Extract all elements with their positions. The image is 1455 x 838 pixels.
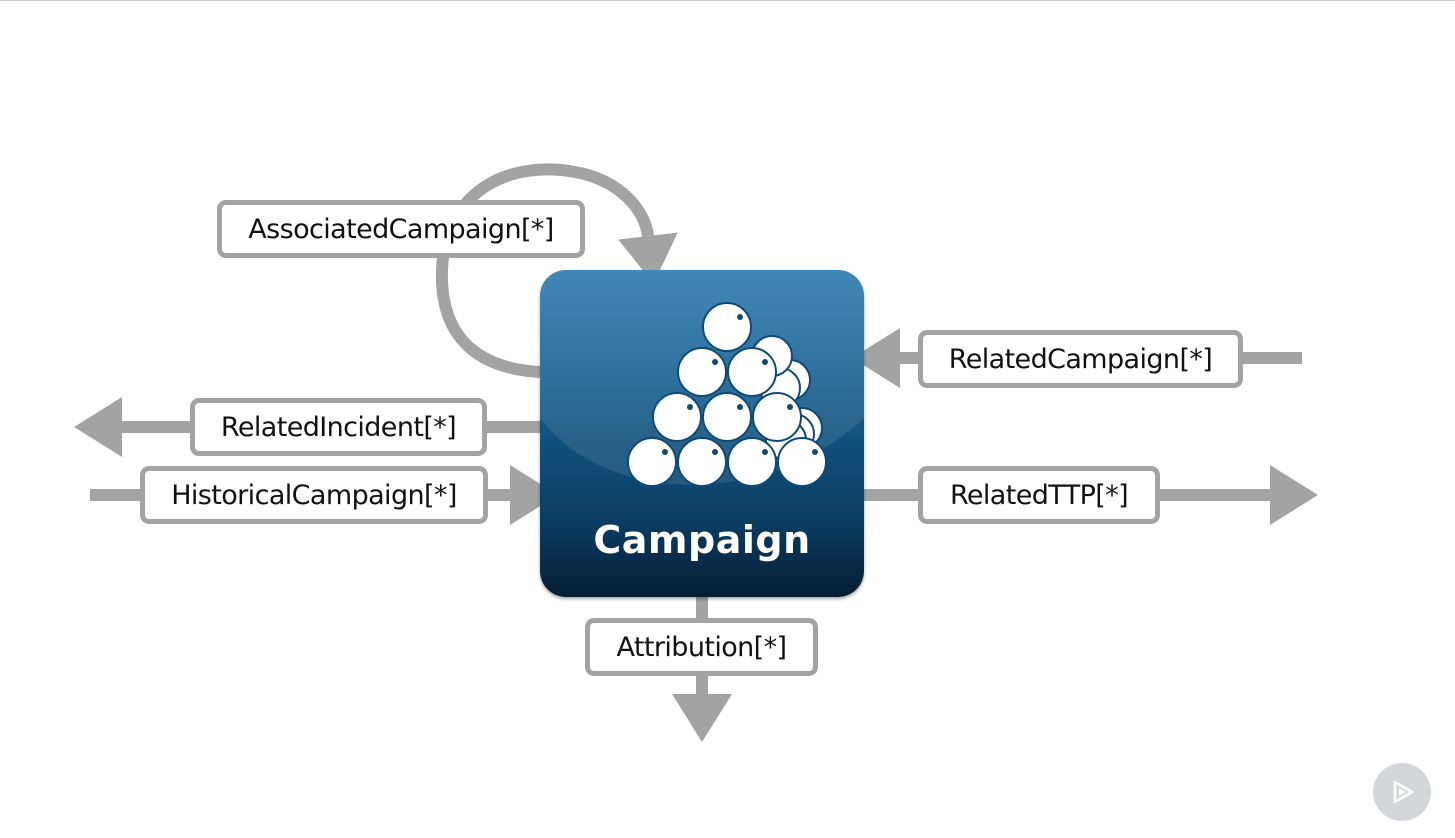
stacked-balls-icon <box>627 302 827 487</box>
historical-campaign-label: HistoricalCampaign[*] <box>140 466 488 524</box>
campaign-node: Campaign <box>540 270 864 597</box>
related-campaign-label: RelatedCampaign[*] <box>918 330 1243 388</box>
related-incident-label: RelatedIncident[*] <box>190 398 487 456</box>
campaign-title: Campaign <box>593 518 811 562</box>
attribution-label: Attribution[*] <box>585 618 818 676</box>
related-ttp-label: RelatedTTP[*] <box>918 466 1160 524</box>
associated-campaign-label: AssociatedCampaign[*] <box>217 200 585 258</box>
top-divider <box>0 0 1455 1</box>
play-icon <box>1393 780 1414 804</box>
associated-campaign-loop <box>435 163 678 378</box>
play-button[interactable] <box>1373 763 1431 821</box>
